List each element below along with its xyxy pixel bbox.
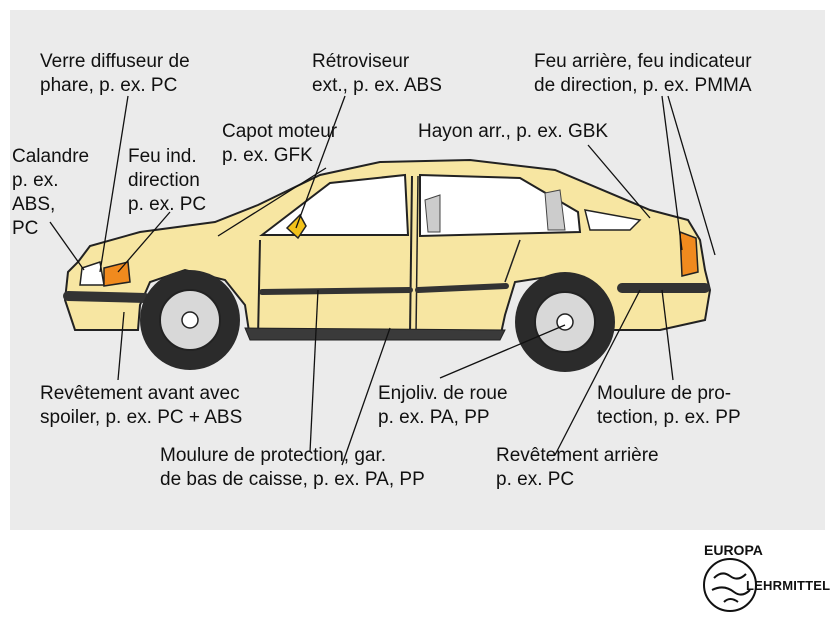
label-revetement-avant: Revêtement avant avec spoiler, p. ex. PC… bbox=[40, 383, 243, 428]
tail-light bbox=[679, 230, 699, 277]
label-revetement-arriere: Revêtement arrière p. ex. PC bbox=[496, 445, 659, 490]
europa-lehrmittel-logo: EUROPA LEHRMITTEL bbox=[700, 540, 830, 620]
logo-lehrmittel-text: LEHRMITTEL bbox=[746, 578, 831, 593]
side-moulding-rear bbox=[415, 283, 509, 293]
rear-wheel bbox=[515, 272, 615, 372]
front-turn-signal bbox=[103, 261, 131, 287]
logo-europa-text: EUROPA bbox=[704, 542, 763, 558]
label-verre-diffuseur: Verre diffuseur de phare, p. ex. PC bbox=[40, 51, 190, 96]
label-enjoliv: Enjoliv. de roue p. ex. PA, PP bbox=[378, 383, 508, 428]
label-capot: Capot moteur p. ex. GFK bbox=[222, 121, 338, 166]
label-moulure-bas: Moulure de protection, gar. de bas de ca… bbox=[160, 445, 425, 490]
leader-lines bbox=[49, 95, 716, 466]
label-calandre: Calandre p. ex. ABS, PC bbox=[12, 146, 90, 239]
sill-moulding bbox=[244, 327, 506, 341]
side-moulding-front bbox=[259, 287, 413, 295]
label-feu-arriere: Feu arrière, feu indicateur de direction… bbox=[534, 51, 752, 96]
front-bumper-strip bbox=[63, 291, 150, 303]
label-feu-ind: Feu ind. direction p. ex. PC bbox=[128, 146, 207, 215]
label-moulure-pro: Moulure de pro- tection, p. ex. PP bbox=[597, 383, 741, 428]
globe-icon bbox=[703, 558, 757, 612]
window-rear bbox=[419, 173, 582, 238]
label-retroviseur: Rétroviseur ext., p. ex. ABS bbox=[312, 51, 442, 96]
window-quarter bbox=[583, 209, 642, 231]
label-hayon: Hayon arr., p. ex. GBK bbox=[418, 121, 609, 142]
front-wheel bbox=[140, 270, 240, 370]
